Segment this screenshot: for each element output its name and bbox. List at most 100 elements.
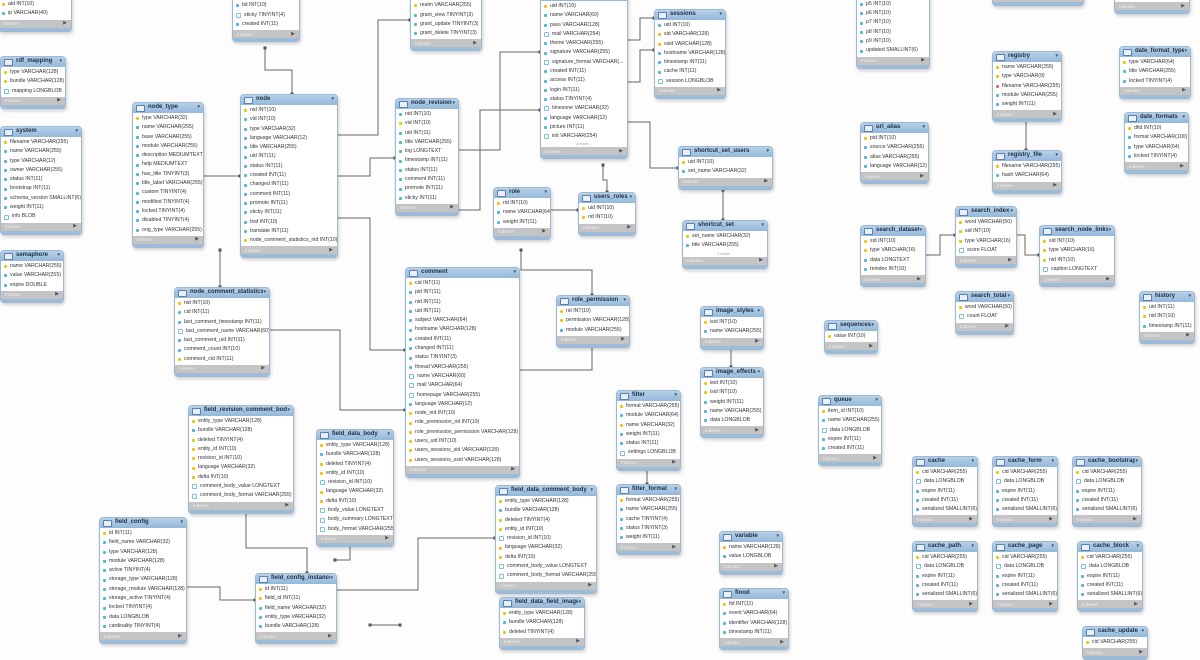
column-row[interactable]: name VARCHAR(32) xyxy=(617,421,680,430)
table-languages[interactable]: languages ▾ language VARCHAR(12) Indexes… xyxy=(1114,0,1190,15)
column-row[interactable]: comment_body_format VARCHAR(255) xyxy=(189,491,293,500)
indexes-footer[interactable]: Indexes ▶ xyxy=(1115,2,1189,14)
collapse-toggle-icon[interactable]: ▾ xyxy=(922,124,925,131)
table-field-data-field-image[interactable]: field_data_field_image ▾ entity_type VAR… xyxy=(499,597,585,650)
table-cache-bootstrap[interactable]: cache_bootstrap ▾ cid VARCHAR(255)data L… xyxy=(1072,456,1142,528)
column-row[interactable]: login INT(11) xyxy=(541,86,627,95)
table-header[interactable]: cache_bootstrap ▾ xyxy=(1073,457,1141,467)
column-row[interactable]: expire INT(11) xyxy=(1078,572,1142,581)
table-field-revision-comment-body[interactable]: field_revision_comment_body ▾ entity_typ… xyxy=(188,405,294,514)
collapse-toggle-icon[interactable]: ▾ xyxy=(1055,152,1058,159)
column-row[interactable]: rid INT(10) xyxy=(494,199,550,208)
column-row[interactable]: sid INT(10) xyxy=(861,237,925,246)
table-registry[interactable]: registry ▾ name VARCHAR(255)type VARCHAR… xyxy=(992,51,1062,123)
table-image-styles[interactable]: image_styles ▾ isid INT(10)name VARCHAR(… xyxy=(700,306,764,350)
column-row[interactable]: data LONGBLOB xyxy=(913,562,977,571)
column-row[interactable]: base VARCHAR(255) xyxy=(133,133,203,142)
column-row[interactable]: nid INT(10) xyxy=(1040,256,1114,265)
table-header[interactable]: filter_format ▾ xyxy=(617,485,680,495)
column-row[interactable]: nid INT(10) xyxy=(396,110,458,119)
column-row[interactable]: data LONGBLOB xyxy=(100,613,186,622)
column-row[interactable]: changed INT(11) xyxy=(241,180,337,189)
column-row[interactable]: module VARCHAR(255) xyxy=(133,142,203,151)
column-row[interactable]: entity_type VARCHAR(32) xyxy=(256,613,336,622)
column-row[interactable]: name VARCHAR(255) xyxy=(617,505,680,514)
collapse-toggle-icon[interactable]: ▾ xyxy=(919,227,922,234)
column-row[interactable]: role_premission_rid INT(10) xyxy=(406,418,519,427)
column-row[interactable]: locked TINYINT(4) xyxy=(100,603,186,612)
table-header[interactable]: filter ▾ xyxy=(617,391,680,401)
column-row[interactable]: title VARCHAR(255) xyxy=(683,241,767,250)
table-cache-block[interactable]: cache_block ▾ cid VARCHAR(255)data LONGB… xyxy=(1077,541,1143,613)
table-header[interactable]: node ▾ xyxy=(241,95,337,105)
collapse-toggle-icon[interactable]: ▾ xyxy=(623,297,626,304)
column-row[interactable]: uid INT(10) xyxy=(655,21,725,30)
column-row[interactable]: mapping LONGBLOB xyxy=(1,87,65,96)
column-row[interactable]: storage_type VARCHAR(128) xyxy=(100,575,186,584)
table-sequences[interactable]: sequences ▾ value INT(10) Indexes ▶ xyxy=(824,320,878,355)
column-row[interactable]: status INT(11) xyxy=(1,175,81,184)
collapse-toggle-icon[interactable]: ▾ xyxy=(674,486,677,493)
column-row[interactable]: delta INT(10) xyxy=(317,497,393,506)
expand-arrow-icon[interactable]: ▶ xyxy=(63,19,67,26)
column-row[interactable]: role_premission_permission VARCHAR(128) xyxy=(406,428,519,437)
column-row[interactable]: language VARCHAR(12) xyxy=(241,134,337,143)
expand-arrow-icon[interactable]: ▶ xyxy=(774,562,778,569)
table-header[interactable]: semaphore ▾ xyxy=(1,251,63,261)
indexes-footer[interactable]: Indexes ▶ xyxy=(1120,86,1190,98)
table-header[interactable]: flood ▾ xyxy=(720,589,788,599)
column-row[interactable]: cid VARCHAR(255) xyxy=(1078,553,1142,562)
column-row[interactable]: id INT(11) xyxy=(100,529,186,538)
column-row[interactable]: bundle VARCHAR(128) xyxy=(256,622,336,631)
column-row[interactable]: timestamp INT(11) xyxy=(720,628,788,637)
column-row[interactable]: name VARCHAR(255) xyxy=(993,63,1061,72)
table-image-effects[interactable]: image_effects ▾ ieid INT(10)isid INT(10)… xyxy=(700,367,764,439)
column-row[interactable]: filename VARCHAR(255) xyxy=(993,162,1061,171)
column-row[interactable]: status INT(11) xyxy=(617,439,680,448)
collapse-toggle-icon[interactable]: ▾ xyxy=(1108,227,1111,234)
collapse-toggle-icon[interactable]: ▾ xyxy=(621,0,624,1)
column-row[interactable]: settings LONGBLOB xyxy=(617,448,680,457)
column-row[interactable]: uid INT(11) xyxy=(406,307,519,316)
table-cache-path[interactable]: cache_path ▾ cid VARCHAR(255)data LONGBL… xyxy=(912,541,978,613)
table-header[interactable]: url_alias ▾ xyxy=(861,123,928,133)
table-field-data-body[interactable]: field_data_body ▾ entity_type VARCHAR(12… xyxy=(316,429,394,547)
column-row[interactable]: bundle VARCHAR(128) xyxy=(189,426,293,435)
column-row[interactable]: storage_module VARCHAR(128) xyxy=(100,585,186,594)
collapse-toggle-icon[interactable]: ▾ xyxy=(513,269,516,276)
column-row[interactable]: delta INT(10) xyxy=(189,473,293,482)
collapse-toggle-icon[interactable]: ▾ xyxy=(971,458,974,465)
table-shortcut-set-users-top[interactable]: authmap_gid ▾ aid INT(10)ip VARCHAR(40) … xyxy=(0,0,72,32)
column-row[interactable]: name VARCHAR(60) xyxy=(406,372,519,381)
table-header[interactable]: cache_block ▾ xyxy=(1078,542,1142,552)
column-row[interactable]: bundle VARCHAR(128) xyxy=(496,506,596,515)
expand-arrow-icon[interactable]: ▶ xyxy=(1186,332,1190,339)
column-row[interactable]: title_label VARCHAR(255) xyxy=(133,179,203,188)
column-row[interactable]: uid INT(11) xyxy=(1140,303,1194,312)
column-row[interactable]: format VARCHAR(255) xyxy=(617,402,680,411)
table-header[interactable]: variable ▾ xyxy=(720,532,782,542)
column-row[interactable]: sid INT(10) xyxy=(956,227,1016,236)
expand-arrow-icon[interactable]: ▶ xyxy=(57,97,61,104)
collapse-toggle-icon[interactable]: ▾ xyxy=(776,533,779,540)
column-row[interactable]: hash VARCHAR(64) xyxy=(993,171,1061,180)
column-row[interactable]: name VARCHAR(255) xyxy=(1,147,81,156)
column-row[interactable]: subject VARCHAR(64) xyxy=(406,316,519,325)
table-date-formats[interactable]: date_formats ▾ dfid INT(10)format VARCHA… xyxy=(1124,112,1189,175)
expand-arrow-icon[interactable]: ▶ xyxy=(576,638,580,645)
column-row[interactable]: field_name VARCHAR(32) xyxy=(100,538,186,547)
expand-arrow-icon[interactable]: ▶ xyxy=(1005,322,1009,329)
table-header[interactable]: image_styles ▾ xyxy=(701,307,763,317)
column-row[interactable]: created INT(11) xyxy=(993,496,1057,505)
table-header[interactable]: field_revision_comment_body ▾ xyxy=(189,406,293,416)
table-field-config[interactable]: field_config ▾ id INT(11)field_name VARC… xyxy=(99,517,187,645)
column-row[interactable]: value VARCHAR(255) xyxy=(1,271,63,280)
column-row[interactable]: bundle VARCHAR(128) xyxy=(317,450,393,459)
column-row[interactable]: created INT(11) xyxy=(233,20,299,29)
indexes-footer[interactable]: Indexes ▶ xyxy=(1073,515,1141,527)
column-row[interactable]: comment_cid INT(11) xyxy=(175,355,269,364)
expand-arrow-icon[interactable]: ▶ xyxy=(511,466,515,473)
column-row[interactable]: revision_id INT(10) xyxy=(189,454,293,463)
column-row[interactable]: rid INT(10) xyxy=(557,307,629,316)
collapse-toggle-icon[interactable]: ▾ xyxy=(452,100,455,107)
